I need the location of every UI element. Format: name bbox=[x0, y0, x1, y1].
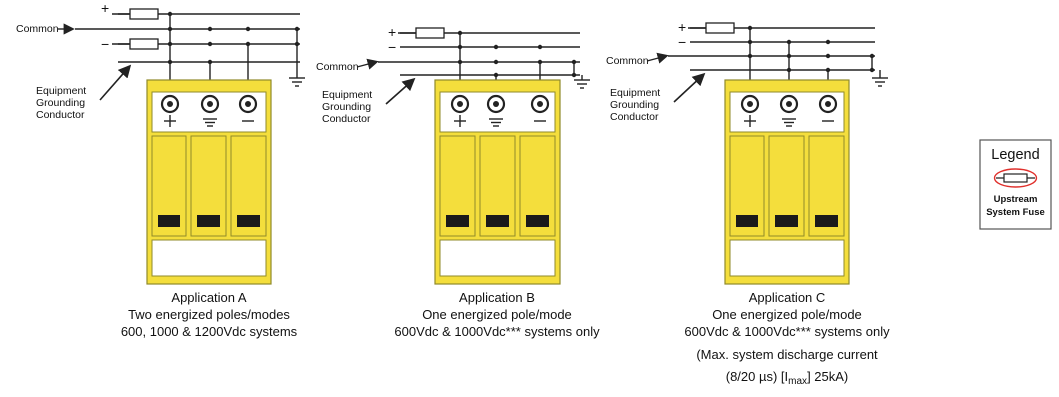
plus-sign: + bbox=[101, 0, 109, 16]
minus-sign: − bbox=[101, 36, 109, 52]
application-title: Application B bbox=[459, 290, 535, 305]
fuse-negative-a bbox=[129, 38, 159, 50]
application-title: Application A bbox=[171, 290, 246, 305]
plus-sign: + bbox=[388, 24, 396, 40]
common-label: Common bbox=[316, 61, 359, 73]
legend-line: System Fuse bbox=[986, 207, 1045, 218]
status-indicator bbox=[237, 215, 260, 227]
status-indicator bbox=[815, 215, 838, 227]
fuse-positive-c bbox=[705, 22, 735, 34]
surge-protective-device-b bbox=[434, 79, 561, 285]
application-line: One energized pole/mode bbox=[422, 307, 572, 322]
status-indicator bbox=[446, 215, 469, 227]
application-line: Two energized poles/modes bbox=[128, 307, 290, 322]
egc-arrow bbox=[673, 72, 706, 103]
application-b: + − Common Equipment Grounding Conductor bbox=[316, 24, 600, 339]
egc-label-line3: Conductor bbox=[322, 113, 371, 125]
legend-title: Legend bbox=[991, 147, 1039, 163]
egc-arrow bbox=[99, 64, 132, 101]
fuse-positive-b bbox=[415, 27, 445, 39]
discharge-current-footnote: (8/20 µs) [Imax] 25kA) bbox=[726, 369, 849, 387]
legend-line: Upstream bbox=[994, 194, 1038, 205]
application-line: 600, 1000 & 1200Vdc systems bbox=[121, 324, 298, 339]
egc-label-line2: Grounding bbox=[36, 97, 85, 109]
egc-label-line1: Equipment bbox=[322, 89, 372, 101]
application-c: + − Common Equipment Grounding Conductor bbox=[606, 19, 890, 387]
application-a: + − Common Equipment Grounding Conductor bbox=[16, 0, 305, 339]
surge-protective-device-c bbox=[724, 79, 850, 285]
status-indicator bbox=[736, 215, 758, 227]
egc-label-line3: Conductor bbox=[610, 111, 659, 123]
egc-label-line1: Equipment bbox=[610, 87, 660, 99]
common-label: Common bbox=[606, 55, 649, 67]
plus-sign: + bbox=[678, 19, 686, 35]
egc-arrow bbox=[385, 77, 416, 105]
egc-label-line2: Grounding bbox=[610, 99, 659, 111]
wire-junction-dots-c bbox=[747, 25, 875, 73]
application-title: Application C bbox=[749, 290, 826, 305]
minus-sign: − bbox=[678, 34, 686, 50]
egc-label-line3: Conductor bbox=[36, 109, 85, 121]
status-indicator bbox=[197, 215, 220, 227]
application-line: 600Vdc & 1000Vdc*** systems only bbox=[394, 324, 600, 339]
egc-label-line1: Equipment bbox=[36, 85, 86, 97]
fuse-positive-a bbox=[129, 8, 159, 20]
surge-protective-device-a bbox=[146, 79, 272, 285]
application-line: 600Vdc & 1000Vdc*** systems only bbox=[684, 324, 890, 339]
fuse-symbol-icon bbox=[993, 168, 1038, 188]
egc-label-line2: Grounding bbox=[322, 101, 371, 113]
status-indicator bbox=[526, 215, 549, 227]
status-indicator bbox=[158, 215, 180, 227]
common-arrow bbox=[646, 52, 669, 64]
status-indicator bbox=[775, 215, 798, 227]
legend: Legend Upstream System Fuse bbox=[979, 139, 1052, 230]
common-arrow bbox=[356, 58, 379, 70]
wire-junction-dots-b bbox=[457, 30, 577, 78]
application-line: One energized pole/mode bbox=[712, 307, 862, 322]
application-line: (Max. system discharge current bbox=[696, 347, 878, 362]
wire-junction-dots-a bbox=[167, 11, 300, 65]
minus-sign: − bbox=[388, 39, 396, 55]
common-label: Common bbox=[16, 23, 59, 35]
status-indicator bbox=[486, 215, 509, 227]
